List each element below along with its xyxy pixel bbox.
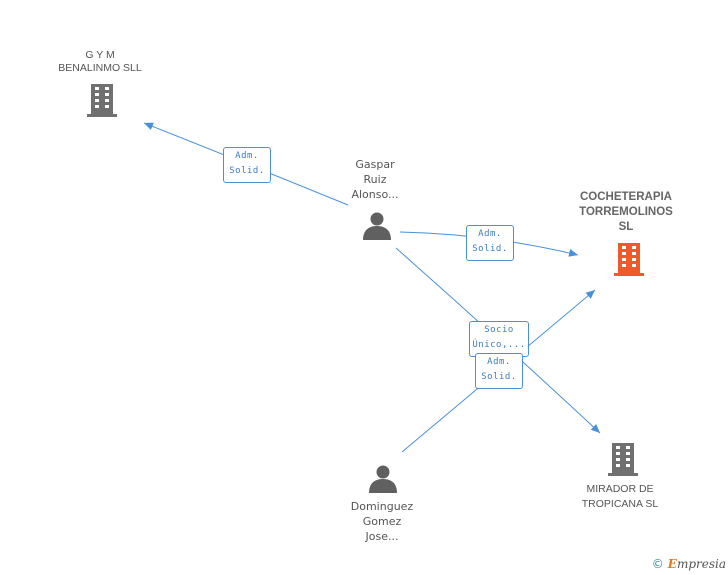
node-dominguez-gomez[interactable]: Dominguez Gomez Jose... (332, 499, 432, 544)
node-label-line: BENALINMO SLL (58, 62, 142, 74)
node-label-line: Dominguez (350, 500, 414, 513)
edge-label-line: Solid. (229, 166, 265, 176)
brand-logo: Empresia (668, 557, 726, 571)
node-label-line: TROPICANA SL (581, 498, 659, 510)
edge-label-adm-solid[interactable]: Adm. Solid. (223, 147, 271, 183)
building-icon (608, 443, 638, 476)
edge-label-line: Adm. (487, 357, 511, 367)
person-icon (369, 465, 397, 493)
node-label-line: G Y M (85, 49, 115, 61)
edge-label-line: Solid. (481, 372, 517, 382)
edge-label-line: Único,... (472, 340, 526, 350)
edge-label-line: Solid. (472, 244, 508, 254)
node-cocheterapia[interactable]: COCHETERAPIA TORREMOLINOS SL (560, 190, 692, 235)
edge-label-adm-solid[interactable]: Adm. Solid. (466, 225, 514, 261)
building-icon (87, 84, 117, 117)
node-label-line: Jose... (365, 530, 399, 543)
node-label-line: Ruiz (363, 173, 387, 186)
edge-label-line: Adm. (235, 151, 259, 161)
node-label-line: Alonso... (351, 188, 399, 201)
node-label-line: SL (618, 221, 634, 233)
edge-label-socio-unico[interactable]: Socio Único,... (469, 321, 529, 357)
edge-label-line: Adm. (478, 229, 502, 239)
building-icon (614, 243, 644, 276)
node-label-line: Gomez (362, 515, 402, 528)
node-gaspar-ruiz[interactable]: Gaspar Ruiz Alonso... (325, 157, 425, 202)
edge-label-adm-solid[interactable]: Adm. Solid. (475, 353, 523, 389)
node-label-line: Gaspar (355, 158, 395, 171)
node-label-line: MIRADOR DE (586, 483, 654, 495)
node-label-line: TORREMOLINOS (579, 206, 673, 218)
copyright-icon: © (651, 557, 664, 571)
edge-label-line: Socio (484, 325, 514, 335)
brand-rest: mpresia (676, 557, 726, 571)
node-label-line: COCHETERAPIA (579, 191, 672, 203)
node-mirador-tropicana[interactable]: MIRADOR DE TROPICANA SL (560, 482, 680, 512)
empresia-watermark[interactable]: ©Empresia (652, 557, 726, 571)
node-gym-benalinmo[interactable]: G Y M BENALINMO SLL (40, 49, 160, 75)
brand-initial: E (667, 557, 677, 571)
person-icon (363, 212, 391, 240)
